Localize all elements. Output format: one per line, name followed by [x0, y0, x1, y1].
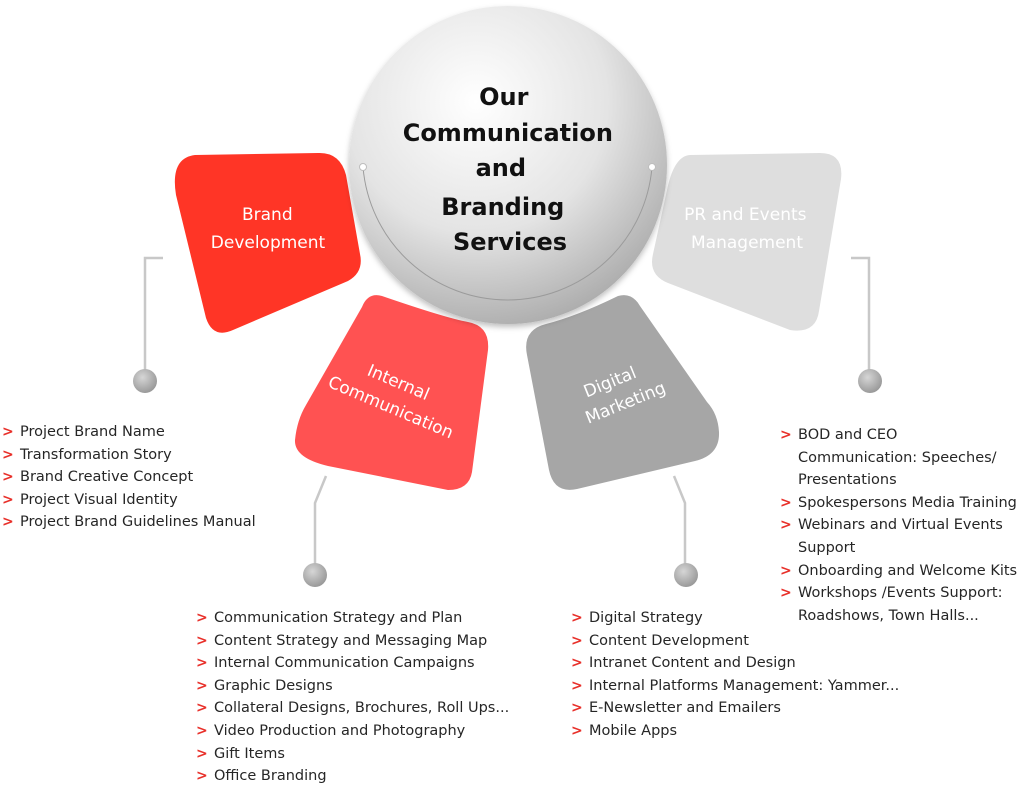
list-item: >Office Branding [196, 765, 509, 788]
chevron-right-icon: > [571, 610, 583, 626]
connector-lines [143, 256, 871, 568]
chevron-right-icon: > [571, 632, 583, 649]
connector-dot-internal [303, 563, 327, 587]
list-item: >Webinars and Virtual Events Support [780, 514, 1020, 559]
chevron-right-icon: > [2, 514, 14, 531]
pr-events-panel[interactable] [652, 153, 842, 331]
chevron-right-icon: > [571, 677, 583, 694]
chevron-right-icon: > [196, 677, 208, 694]
list-item: >Internal Communication Campaigns [196, 652, 509, 675]
chevron-right-icon: > [196, 655, 208, 672]
sphere-arc-dot-right [648, 163, 656, 171]
list-item: >Video Production and Photography [196, 720, 509, 743]
list-item: >Gift Items [196, 743, 509, 766]
connector-brand [143, 256, 163, 375]
chevron-right-icon: > [196, 722, 208, 739]
chevron-right-icon: > [2, 469, 14, 486]
list-item: >Workshops /Events Support: Roadshows, T… [780, 582, 1020, 627]
brand-development-panel[interactable] [174, 152, 361, 333]
list-item: >E-Newsletter and Emailers [571, 697, 899, 720]
sphere-arc [362, 166, 653, 301]
list-item: >Internal Platforms Management: Yammer..… [571, 675, 899, 698]
connector-internal [313, 475, 328, 568]
list-item: >Brand Creative Concept [2, 466, 256, 489]
brand-development-label: Brand Development [211, 205, 326, 253]
pr-events-list: >BOD and CEO Communication: Speeches/ Pr… [780, 424, 1020, 627]
chevron-right-icon: > [571, 722, 583, 739]
list-item: >Graphic Designs [196, 675, 509, 698]
chevron-right-icon: > [780, 562, 792, 579]
chevron-right-icon: > [196, 745, 208, 762]
list-item: >Project Visual Identity [2, 489, 256, 512]
internal-communication-panel[interactable] [294, 295, 489, 490]
chevron-right-icon: > [780, 517, 792, 534]
list-item: >Mobile Apps [571, 720, 899, 743]
center-title-line: Services [453, 228, 567, 256]
digital-marketing-list: >Digital Strategy >Content Development >… [571, 607, 899, 743]
list-item: >Collateral Designs, Brochures, Roll Ups… [196, 697, 509, 720]
center-title-line: and [476, 154, 526, 182]
list-item: >Project Brand Name [2, 421, 256, 444]
chevron-right-icon: > [571, 655, 583, 672]
center-title: Our Communication and Branding Services [403, 83, 622, 256]
list-item: >BOD and CEO Communication: Speeches/ Pr… [780, 424, 1020, 492]
list-item: >Digital Strategy [571, 607, 899, 630]
list-item: >Intranet Content and Design [571, 652, 899, 675]
chevron-right-icon: > [196, 700, 208, 717]
connector-digital [672, 475, 687, 568]
chevron-right-icon: > [196, 768, 208, 785]
digital-marketing-panel[interactable] [526, 295, 720, 490]
chevron-right-icon: > [2, 424, 14, 440]
pr-events-label: PR and Events Management [684, 205, 812, 253]
connector-dot-brand [133, 369, 157, 393]
center-sphere [349, 6, 667, 324]
chevron-right-icon: > [780, 427, 792, 443]
list-item: >Onboarding and Welcome Kits [780, 560, 1020, 583]
list-item: >Content Development [571, 630, 899, 653]
list-item: >Communication Strategy and Plan [196, 607, 509, 630]
list-item: >Content Strategy and Messaging Map [196, 630, 509, 653]
center-title-line: Branding [441, 193, 564, 221]
connector-dot-pr [858, 369, 882, 393]
chevron-right-icon: > [780, 585, 792, 602]
internal-communication-list: >Communication Strategy and Plan >Conten… [196, 607, 509, 788]
chevron-right-icon: > [571, 700, 583, 717]
chevron-right-icon: > [196, 632, 208, 649]
chevron-right-icon: > [2, 491, 14, 508]
brand-development-list: >Project Brand Name >Transformation Stor… [2, 421, 256, 534]
connector-dot-digital [674, 563, 698, 587]
list-item: >Spokespersons Media Training [780, 492, 1020, 515]
connector-pr [851, 256, 871, 375]
chevron-right-icon: > [780, 494, 792, 511]
chevron-right-icon: > [2, 446, 14, 463]
list-item: >Project Brand Guidelines Manual [2, 511, 256, 534]
sphere-arc-dot-left [359, 163, 367, 171]
center-title-line: Our [479, 83, 528, 111]
center-title-line: Communication [403, 119, 613, 147]
chevron-right-icon: > [196, 610, 208, 626]
list-item: >Transformation Story [2, 444, 256, 467]
